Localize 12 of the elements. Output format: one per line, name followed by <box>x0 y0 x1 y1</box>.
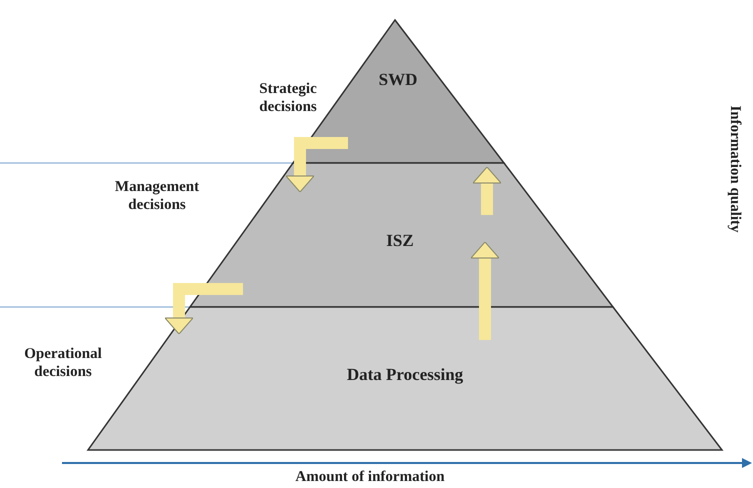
layer-label: Data Processing <box>346 365 464 386</box>
axis-label: Amount of information <box>294 468 446 486</box>
decision-label: Strategic decisions <box>258 80 318 116</box>
block-arrow <box>470 242 500 340</box>
layer-label: SWD <box>378 70 418 90</box>
layer-label: ISZ <box>385 231 415 252</box>
block-arrow <box>164 283 243 334</box>
block-arrow <box>472 166 502 215</box>
axis-label: Information quality <box>726 104 744 235</box>
decision-label: Operational decisions <box>23 345 103 381</box>
block-arrow <box>286 137 348 192</box>
decision-label: Management decisions <box>114 178 200 214</box>
